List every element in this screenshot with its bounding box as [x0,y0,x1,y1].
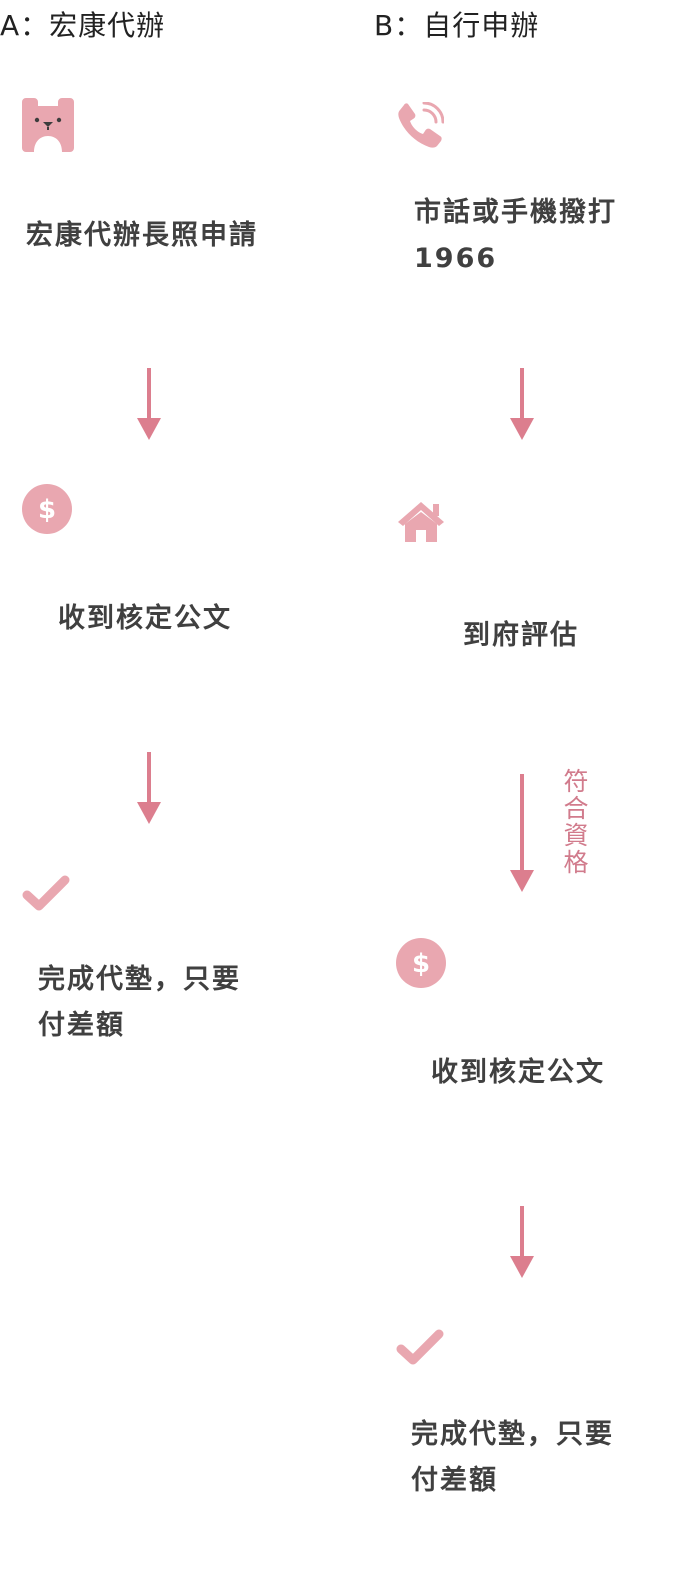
arrow-down [510,1206,534,1278]
column-b-title: B：自行申辦 [374,9,540,42]
step-a3-line1: 完成代墊，只要 [38,964,241,995]
step-b1-line1: 市話或手機撥打 [414,197,617,228]
house-icon [396,500,446,542]
check-icon [396,1328,444,1366]
condition-note: 符合資格 [560,768,589,876]
svg-text:$: $ [38,495,56,525]
step-b4-line1: 完成代墊，只要 [411,1419,614,1450]
dollar-coin-icon: $ [22,484,72,534]
step-b3-text: 收到核定公文 [431,1057,605,1088]
step-b1-text: 市話或手機撥打 1966 [414,190,617,282]
phone-icon [398,102,444,148]
svg-text:$: $ [412,949,430,979]
step-b1-line2: 1966 [414,243,498,274]
step-a1-text: 宏康代辦長照申請 [26,220,258,251]
step-b4-line2: 付差額 [411,1465,498,1496]
check-icon [22,874,70,912]
arrow-down [510,368,534,440]
step-b4-text: 完成代墊，只要 付差額 [411,1412,614,1504]
arrow-down [510,774,534,892]
dollar-coin-icon: $ [396,938,446,988]
step-b2-text: 到府評估 [463,620,579,651]
column-a-title: A：宏康代辦 [0,9,166,42]
bear-icon [22,98,74,152]
arrow-down [137,752,161,824]
step-a2-text: 收到核定公文 [58,603,232,634]
step-a3-text: 完成代墊，只要 付差額 [38,957,241,1049]
arrow-down [137,368,161,440]
step-a3-line2: 付差額 [38,1010,125,1041]
